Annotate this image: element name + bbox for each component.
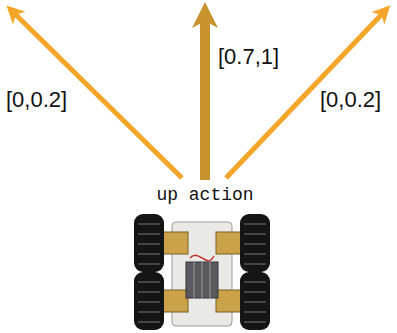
probability-label: [0,0.2] xyxy=(6,88,67,112)
probability-label: [0.7,1] xyxy=(218,45,279,69)
battery-divider xyxy=(202,262,203,298)
battery-divider xyxy=(210,262,211,298)
battery-divider xyxy=(194,262,195,298)
robot-car xyxy=(134,214,270,330)
battery-pack xyxy=(186,262,218,298)
wheel-tread xyxy=(138,224,266,322)
right-arrow xyxy=(226,14,382,178)
center-arrow xyxy=(200,20,210,180)
wire xyxy=(190,255,214,261)
action-label: up action xyxy=(156,186,253,206)
probability-label: [0,0.2] xyxy=(320,88,381,112)
